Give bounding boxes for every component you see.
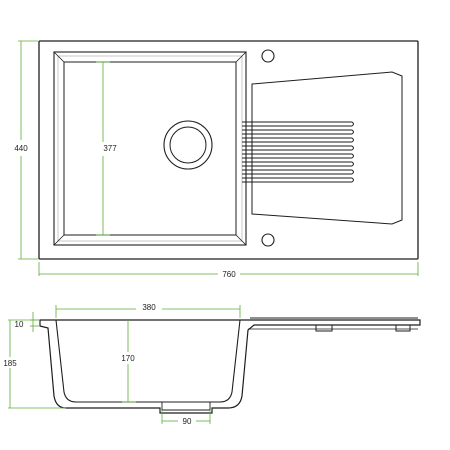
- sink-outer-outline: [38, 40, 419, 260]
- drain-outlet-outer: [163, 120, 213, 170]
- dim-bowl-depth: 170: [121, 354, 135, 363]
- drainer-rib: [242, 177, 354, 183]
- drainer-rib: [242, 129, 354, 135]
- drainer-ribs: [242, 121, 354, 183]
- drainer-rib: [242, 169, 354, 175]
- bowl-basin-inner: [63, 61, 237, 236]
- dim-rim-thickness: 10: [15, 320, 24, 329]
- section-view: [39, 317, 421, 414]
- section-inner-profile: [55, 319, 241, 403]
- dim-bowl-width: 380: [142, 303, 156, 312]
- dim-total-depth: 185: [3, 359, 17, 368]
- drainer-foot-2: [395, 325, 411, 332]
- section-outer-profile: [39, 319, 421, 414]
- dim-overall-width: 760: [222, 270, 236, 279]
- top-view: [38, 40, 419, 260]
- tap-hole-bottom: [261, 233, 275, 247]
- dim-top-height: 440: [14, 144, 28, 153]
- section-outlet: [161, 402, 211, 411]
- tap-hole-top: [261, 49, 275, 63]
- bowl-rim-outer: [53, 51, 247, 246]
- drainer-rib: [242, 161, 354, 167]
- section-view-dimensions: 380 10 185 170 90: [3, 303, 241, 426]
- drainer-rib: [242, 153, 354, 159]
- top-view-dimensions: 440 377 760: [14, 40, 419, 279]
- drainer-rib: [242, 121, 354, 127]
- drainer-foot-1: [315, 325, 333, 332]
- dim-outlet-width: 90: [183, 417, 192, 426]
- dim-bowl-height: 377: [103, 144, 117, 153]
- drain-outlet-inner: [169, 126, 207, 164]
- drainer-rib: [242, 145, 354, 151]
- drainer-rib: [242, 137, 354, 143]
- drainer-board: [251, 71, 403, 225]
